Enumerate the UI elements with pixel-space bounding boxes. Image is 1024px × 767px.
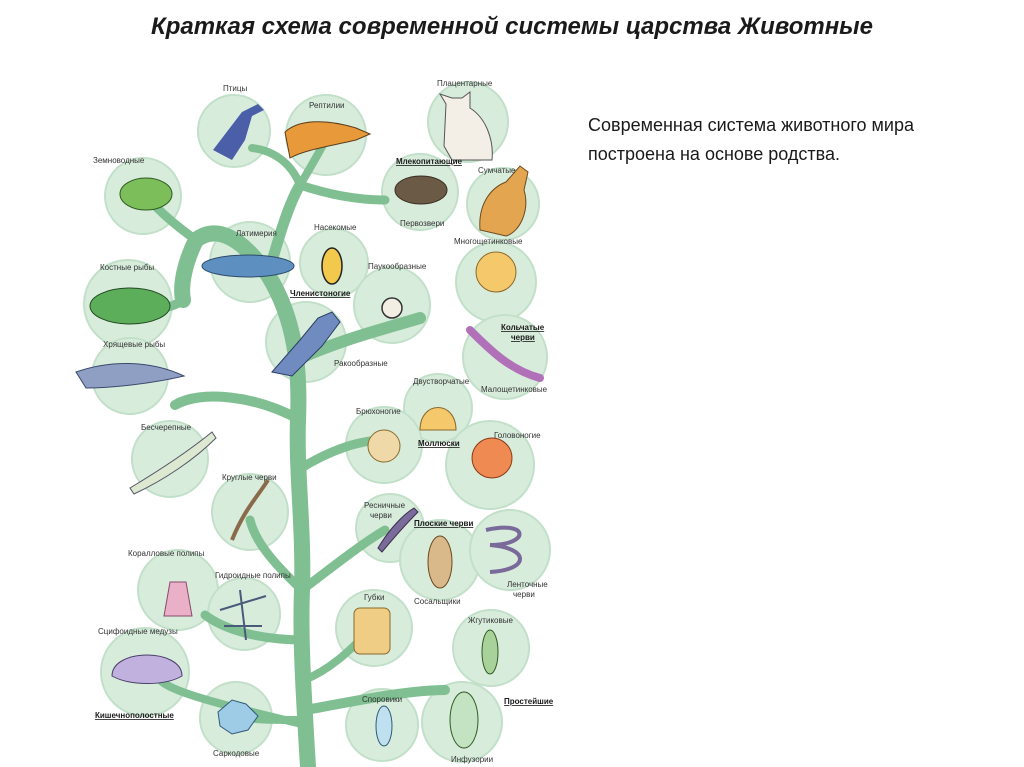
coral-icon	[163, 581, 193, 617]
label-birds: Птицы	[223, 84, 247, 93]
animal-kingdom-tree: Птицы Рептилии Плацентарные Земноводные …	[60, 68, 570, 767]
label-roundworms: Круглые черви	[222, 473, 277, 482]
label-cartilaginous-fish: Хрящевые рыбы	[103, 340, 165, 349]
label-molluscs: Моллюски	[418, 439, 460, 448]
sponge-icon	[353, 607, 391, 655]
bee-icon	[321, 247, 343, 285]
animal-icons	[75, 91, 544, 749]
tapeworm-icon	[485, 525, 522, 574]
taxon-labels: Птицы Рептилии Плацентарные Земноводные …	[93, 79, 554, 764]
planarian-icon	[377, 507, 419, 553]
shell-icon	[419, 407, 457, 431]
crayfish-icon	[271, 311, 341, 377]
label-marsupials: Сумчатые	[478, 166, 516, 175]
label-arthropods: Членистоногие	[290, 289, 351, 298]
echidna-icon	[394, 175, 448, 205]
label-tapeworms-2: черви	[513, 590, 535, 599]
hydroid-icon	[219, 589, 267, 641]
jellyfish-icon	[111, 654, 183, 684]
lancelet-icon	[129, 431, 217, 495]
slide-title: Краткая схема современной системы царств…	[150, 13, 874, 40]
paramecium-icon	[449, 691, 479, 749]
circle-roundworms	[211, 473, 289, 551]
fish-icon	[89, 287, 171, 325]
label-annelids-2: черви	[511, 333, 535, 342]
label-arachnids: Паукообразные	[368, 262, 427, 271]
label-scyphozoa: Сцифоидные медузы	[98, 627, 178, 636]
label-tapeworms-1: Ленточные	[507, 580, 548, 589]
label-sarcodina: Саркодовые	[213, 749, 260, 758]
frog-icon	[119, 177, 173, 211]
label-flatworms: Плоские черви	[414, 519, 473, 528]
coelacanth-icon	[201, 254, 295, 278]
label-lancelets: Бесчерепные	[141, 423, 192, 432]
label-cnidarians: Кишечнополостные	[95, 711, 174, 720]
shark-icon	[75, 362, 186, 389]
octopus-icon	[471, 437, 513, 479]
label-flagellates: Жгутиковые	[468, 616, 513, 625]
label-bony-fish: Костные рыбы	[100, 263, 154, 272]
label-mammals: Млекопитающие	[396, 157, 462, 166]
kangaroo-icon	[479, 165, 529, 237]
sporozoan-icon	[375, 705, 393, 747]
label-annelids-1: Кольчатые	[501, 323, 545, 332]
lizard-icon	[284, 121, 372, 159]
label-sponges: Губки	[364, 593, 384, 602]
label-hydroids: Гидроидные полипы	[215, 571, 291, 580]
label-monotremes: Первозвери	[400, 219, 444, 228]
label-flukes: Сосальщики	[414, 597, 461, 606]
label-sporozoa: Споровики	[362, 695, 402, 704]
label-crustaceans: Ракообразные	[334, 359, 388, 368]
label-bivalves: Двустворчатые	[413, 377, 470, 386]
label-insects: Насекомые	[314, 223, 357, 232]
label-ciliates: Инфузории	[451, 755, 493, 764]
bird-icon	[213, 104, 264, 160]
label-polychaetes: Многощетинковые	[454, 237, 523, 246]
roundworm-icon	[230, 478, 270, 541]
label-turbellaria-1: Ресничные	[364, 501, 406, 510]
label-turbellaria-2: черви	[370, 511, 392, 520]
euglena-icon	[481, 629, 499, 675]
label-placentals: Плацентарные	[437, 79, 493, 88]
label-protozoa: Простейшие	[504, 697, 554, 706]
label-amphibians: Земноводные	[93, 156, 145, 165]
description-text: Современная система животного мира постр…	[588, 115, 915, 164]
label-coral-polyps: Коралловые полипы	[128, 549, 205, 558]
cat-icon	[438, 91, 493, 161]
label-gastropods: Брюхоногие	[356, 407, 401, 416]
amoeba-icon	[217, 699, 259, 735]
fluke-icon	[427, 535, 453, 589]
label-coelacanth: Латимерия	[236, 229, 277, 238]
earthworm-icon	[466, 326, 544, 382]
snail-icon	[367, 429, 401, 463]
label-oligochaetes: Малощетинковые	[481, 385, 548, 394]
label-reptiles: Рептилии	[309, 101, 345, 110]
label-cephalopods: Головоногие	[494, 431, 541, 440]
spider-icon	[381, 297, 403, 319]
anemone-worm-icon	[475, 251, 517, 293]
